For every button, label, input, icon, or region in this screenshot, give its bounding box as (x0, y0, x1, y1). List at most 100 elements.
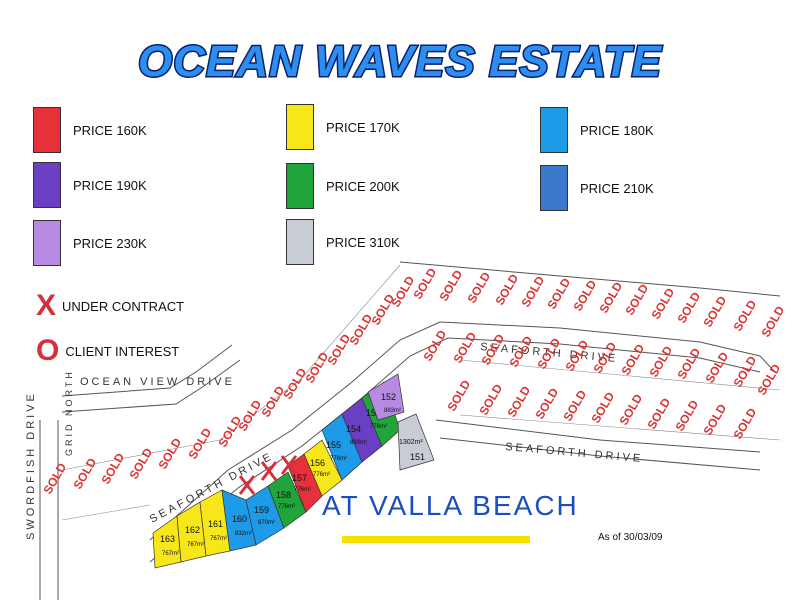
sold-stamp: SOLD (126, 445, 155, 481)
sold-stamp: SOLD (40, 460, 69, 496)
sold-stamp: SOLD (420, 327, 449, 363)
sold-stamp: SOLD (648, 285, 677, 321)
legend-item-160k: PRICE 160K (33, 107, 147, 153)
lot-151[interactable]: 1302m² 151 (397, 413, 435, 471)
x-mark-icon (238, 475, 256, 495)
x-mark-icon (280, 455, 298, 475)
lot-number: 162 (185, 525, 200, 535)
legend-label: PRICE 210K (580, 180, 654, 196)
legend-swatch (540, 165, 568, 211)
legend-label: PRICE 310K (326, 234, 400, 250)
subtitle-underline (342, 536, 530, 543)
sold-stamp: SOLD (476, 381, 505, 417)
sold-stamp: SOLD (436, 267, 465, 303)
lot-number: 163 (160, 534, 175, 544)
road-label-ocean-view: OCEAN VIEW DRIVE (80, 376, 235, 388)
sold-stamp: SOLD (98, 450, 127, 486)
lot-number: 156 (310, 458, 325, 468)
sold-stamp: SOLD (700, 401, 729, 437)
sold-stamp: SOLD (700, 293, 729, 329)
legend-item-180k: PRICE 180K (540, 107, 654, 153)
road-label-swordfish: SWORDFISH DRIVE (25, 391, 37, 540)
sold-stamp: SOLD (672, 397, 701, 433)
sold-stamp: SOLD (235, 397, 264, 433)
lot-area: 767m² (162, 551, 179, 557)
sold-stamp: SOLD (754, 361, 783, 397)
x-mark-icon: X (36, 289, 57, 322)
lot-161[interactable]: 161 767m² (199, 489, 231, 557)
lot-area: 776m² (330, 456, 347, 462)
legend-swatch (33, 220, 61, 266)
lot-boundaries (61, 264, 781, 521)
lot-area: 776m² (278, 504, 295, 510)
sold-stamp: SOLD (646, 343, 675, 379)
sold-stamp: SOLD (702, 349, 731, 385)
lot-number: 151 (410, 452, 425, 462)
marker-label: UNDER CONTRACT (62, 298, 185, 314)
sold-stamp: SOLD (758, 303, 787, 339)
legend-label: PRICE 200K (326, 178, 400, 194)
sold-stamp: SOLD (544, 275, 573, 311)
legend-swatch (286, 104, 314, 150)
legend-item-230k: PRICE 230K (33, 220, 147, 266)
legend-label: PRICE 160K (73, 122, 147, 138)
legend-swatch (286, 163, 314, 209)
lot-number: 160 (232, 514, 247, 524)
lot-area: 776m² (294, 487, 311, 493)
sold-stamp: SOLD (596, 279, 625, 315)
under-contract-marker: X UNDER CONTRACT (36, 291, 184, 321)
client-interest-marker: O CLIENT INTEREST (36, 336, 179, 366)
lot-163[interactable]: 163 767m² (152, 515, 182, 569)
lot-area: 767m² (210, 536, 227, 542)
legend-item-170k: PRICE 170K (286, 104, 400, 150)
legend-item-310k: PRICE 310K (286, 219, 400, 265)
legend-swatch (33, 162, 61, 208)
legend-label: PRICE 170K (326, 119, 400, 135)
lot-area: 870m² (258, 520, 275, 526)
legend-label: PRICE 180K (580, 122, 654, 138)
lot-area: 893m² (350, 440, 367, 446)
legend-item-210k: PRICE 210K (540, 165, 654, 211)
sold-stamp: SOLD (444, 377, 473, 413)
sold-stamp: SOLD (70, 455, 99, 491)
legend-item-200k: PRICE 200K (286, 163, 400, 209)
lot-number: 152 (381, 392, 396, 402)
sold-stamp: SOLD (518, 273, 547, 309)
under-contract-marks (238, 455, 298, 495)
marker-label: CLIENT INTEREST (65, 343, 180, 359)
sold-stamp: SOLD (464, 269, 493, 305)
lot-area: 883m² (384, 408, 401, 414)
sold-stamp: SOLD (730, 297, 759, 333)
lot-number: 161 (208, 519, 223, 529)
sold-stamp: SOLD (644, 395, 673, 431)
lot-number: 155 (326, 440, 341, 450)
legend-swatch (540, 107, 568, 153)
sold-stamp: SOLD (674, 289, 703, 325)
lot-area: 776m² (370, 424, 387, 430)
lot-area: 776m² (313, 472, 330, 478)
lot-area: 1302m² (399, 439, 423, 446)
sold-stamp: SOLD (622, 281, 651, 317)
estate-title: OCEAN WAVES ESTATE (0, 28, 800, 103)
sold-stamp: SOLD (532, 385, 561, 421)
lot-area: 832m² (235, 531, 252, 537)
legend-item-190k: PRICE 190K (33, 162, 147, 208)
road-label-grid-north: GRID NORTH (64, 369, 74, 456)
lot-152[interactable]: 152 883m² (367, 373, 405, 421)
sold-stamp: SOLD (588, 389, 617, 425)
sold-stamp: SOLD (730, 353, 759, 389)
road-label-seaforth-2: SEAFORTH DRIVE (505, 441, 644, 465)
sold-stamp: SOLD (730, 405, 759, 441)
legend-swatch (286, 219, 314, 265)
sold-stamp: SOLD (450, 329, 479, 365)
sold-stamp: SOLD (616, 391, 645, 427)
sold-stamp: SOLD (504, 383, 533, 419)
lot-shape (367, 373, 405, 421)
lot-shape (397, 413, 435, 471)
legend-label: PRICE 230K (73, 235, 147, 251)
estate-title-logo: OCEAN WAVES ESTATE (136, 36, 663, 88)
sold-stamp: SOLD (674, 345, 703, 381)
lot-area: 767m² (187, 542, 204, 548)
sold-stamp: SOLD (618, 341, 647, 377)
